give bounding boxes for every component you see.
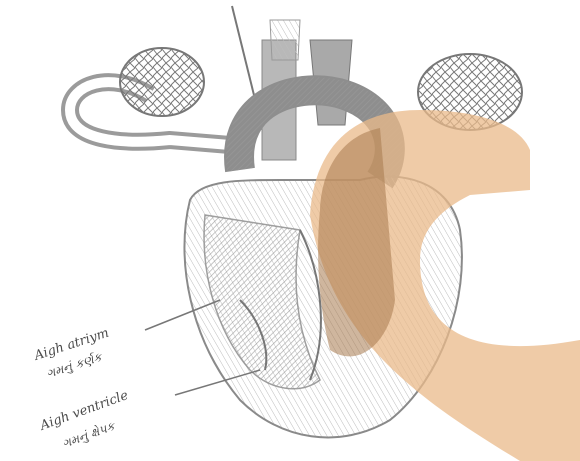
left-capillary-bed — [70, 48, 230, 145]
right-ventricle-label-en: Aigh ventricle — [37, 388, 130, 434]
